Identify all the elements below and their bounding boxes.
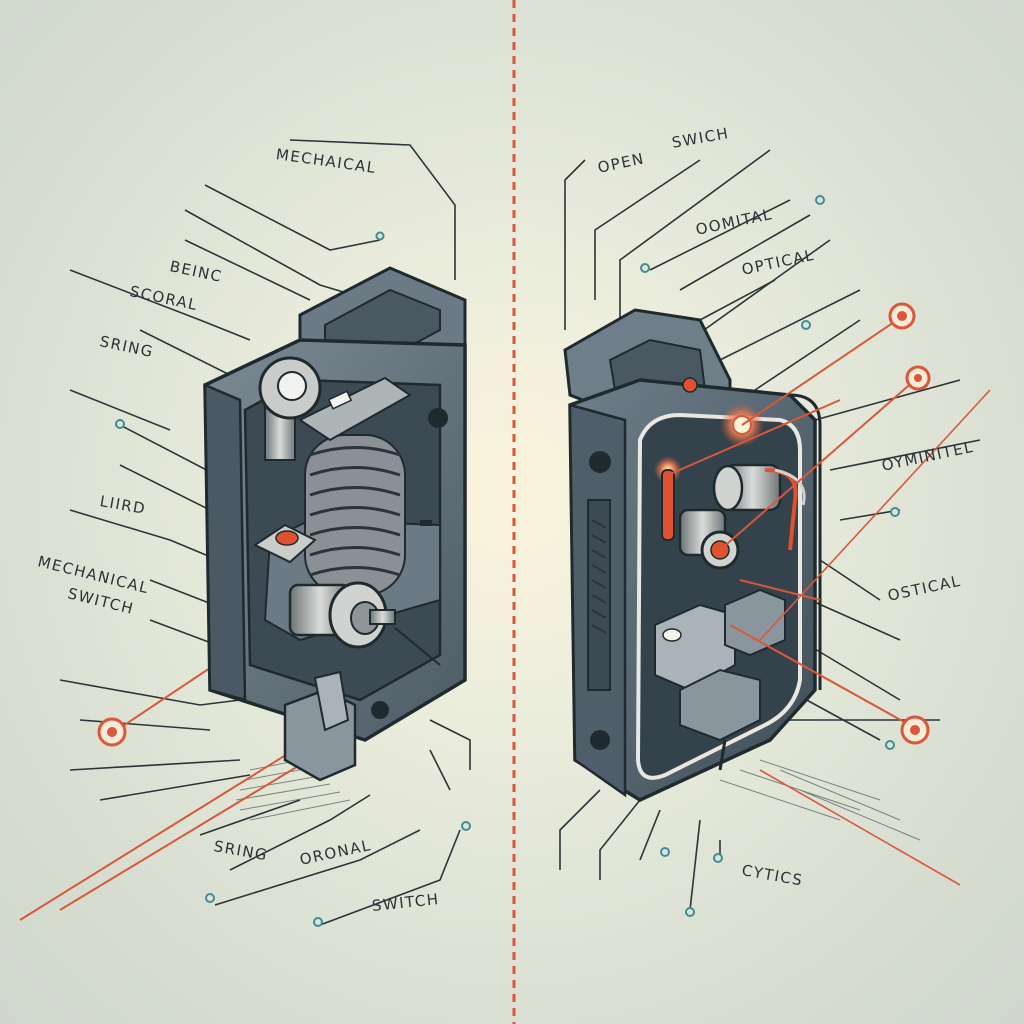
optical-switch-illustration — [563, 308, 822, 802]
top-bolt — [258, 356, 322, 461]
right-leader-dots — [640, 195, 900, 917]
mechanical-switch-illustration — [203, 266, 467, 782]
right-laser-lines — [667, 317, 991, 886]
optical-sensor — [712, 463, 806, 551]
roller — [288, 581, 441, 666]
right-laser-targets — [888, 302, 931, 745]
left-leader-dots — [115, 231, 471, 927]
right-leader-lines — [559, 149, 981, 911]
spring-coil — [304, 434, 406, 596]
hatch-shadows — [235, 759, 921, 841]
